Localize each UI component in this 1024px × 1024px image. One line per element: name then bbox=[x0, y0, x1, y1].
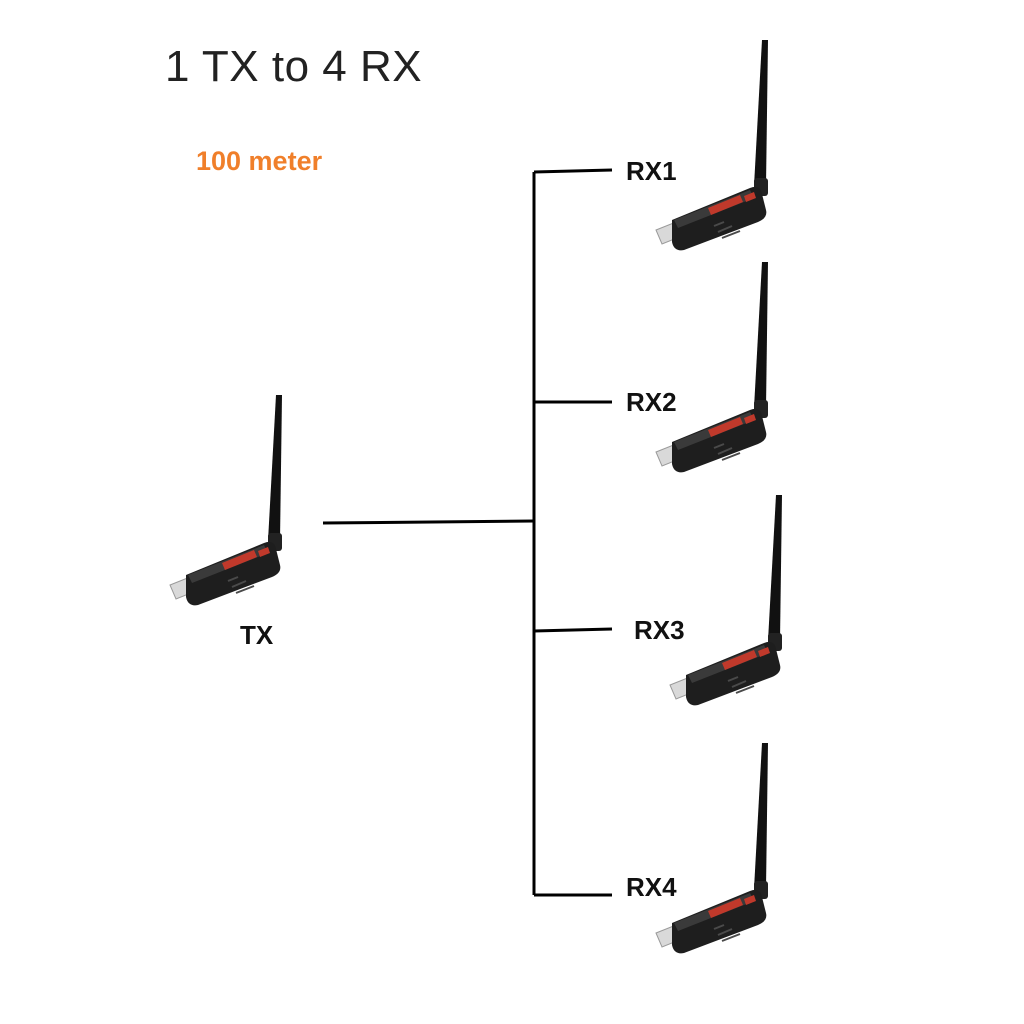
tx-device-icon bbox=[170, 395, 282, 605]
rx1-label: RX1 bbox=[626, 156, 677, 187]
rx2-label: RX2 bbox=[626, 387, 677, 418]
rx3-link-line bbox=[534, 629, 612, 631]
rx3-device-icon bbox=[670, 495, 782, 705]
rx4-device-icon bbox=[656, 743, 768, 953]
rx4-label: RX4 bbox=[626, 872, 677, 903]
rx1-device-icon bbox=[656, 40, 768, 250]
rx1-link-line bbox=[534, 170, 612, 172]
tx-link-line bbox=[323, 521, 534, 523]
rx2-device-icon bbox=[656, 262, 768, 472]
tx-label: TX bbox=[240, 620, 273, 651]
rx3-label: RX3 bbox=[634, 615, 685, 646]
